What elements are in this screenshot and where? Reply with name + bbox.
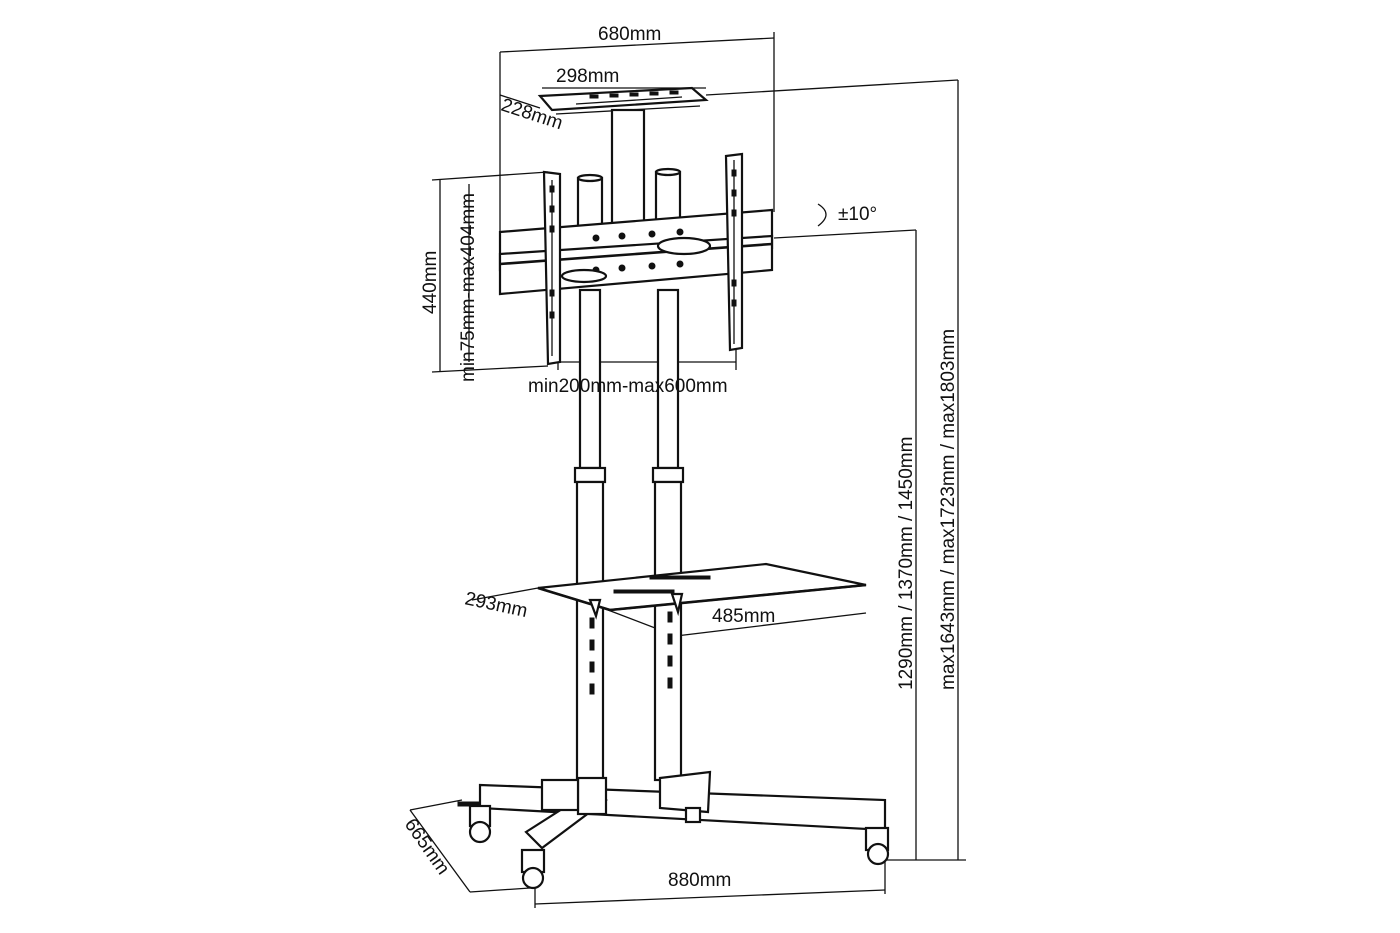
overall-width-label: 680mm xyxy=(598,24,661,45)
middle-shelf-width-label: 485mm xyxy=(712,606,775,627)
vesa-vertical-label: min75mm-max404mm xyxy=(458,193,479,382)
vesa-horizontal-label: min200mm-max600mm xyxy=(528,376,728,397)
middle-shelf-depth-label: 293mm xyxy=(463,588,529,622)
tilt-arc-icon xyxy=(817,203,827,227)
total-height-label: max1643mm / max1723mm / max1803mm xyxy=(938,329,959,690)
caster-wheel xyxy=(520,848,546,890)
tv-mount-bracket xyxy=(498,152,774,366)
base-width-label: 880mm xyxy=(668,870,731,891)
tilt-label: ±10° xyxy=(838,204,877,225)
middle-shelf xyxy=(537,562,867,620)
bracket-height-label: 440mm xyxy=(420,251,441,314)
base-depth-label: 665mm xyxy=(400,815,454,879)
center-height-label: 1290mm / 1370mm / 1450mm xyxy=(896,437,917,690)
top-shelf xyxy=(537,86,709,234)
caster-wheel xyxy=(864,826,890,866)
top-shelf-width-label: 298mm xyxy=(556,66,619,87)
wheeled-base xyxy=(457,770,890,890)
support-poles xyxy=(573,167,685,782)
caster-wheel xyxy=(684,806,702,824)
caster-wheel xyxy=(457,801,492,844)
